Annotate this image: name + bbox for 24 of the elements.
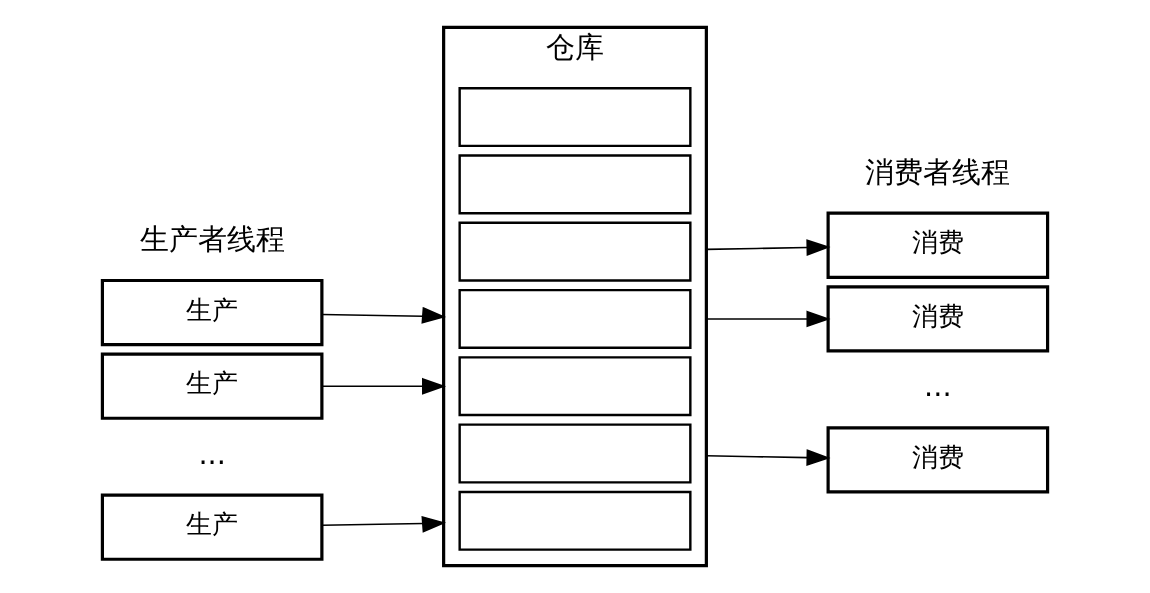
arrow	[705, 310, 831, 328]
node-box	[458, 423, 692, 484]
arrow	[321, 516, 447, 533]
arrow	[321, 306, 447, 324]
node-box	[458, 490, 692, 551]
node-box	[458, 356, 692, 417]
node-box: 生产	[100, 493, 324, 561]
node-box	[458, 221, 692, 282]
label: ...	[198, 436, 226, 471]
label: ...	[924, 369, 952, 404]
node-box: 生产	[100, 352, 324, 420]
label: 消费者线程	[865, 154, 1011, 189]
arrow	[705, 449, 831, 466]
node-box: 生产	[100, 278, 324, 347]
node-box	[458, 154, 692, 215]
arrow	[705, 239, 831, 256]
arrow	[321, 377, 447, 395]
label: 生产者线程	[139, 222, 285, 257]
node-box: 消费	[826, 426, 1050, 494]
node-box: 消费	[826, 285, 1050, 353]
cluster: 仓库	[442, 25, 708, 568]
node-box: 消费	[826, 211, 1050, 279]
node-box	[458, 288, 692, 349]
node-box	[458, 87, 692, 148]
